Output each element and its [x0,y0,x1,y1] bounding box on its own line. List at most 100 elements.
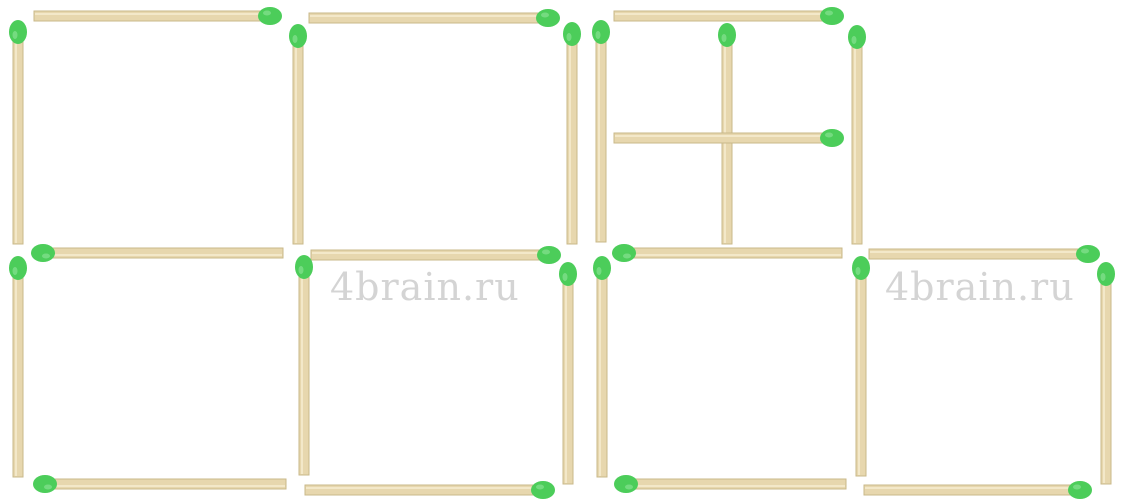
match-stick-highlight [44,254,282,256]
match-head [820,7,844,25]
match-stick[interactable] [592,20,610,242]
watermark-right: 4brain.ru [885,265,1075,309]
match-stick-body [293,36,303,244]
match-stick[interactable] [563,22,581,244]
match-head-highlight [825,11,833,16]
match-stick-body [563,274,573,484]
match-stick[interactable] [848,25,866,244]
match-head-highlight [299,266,304,274]
match-stick-body [869,249,1088,259]
match-head [718,23,736,47]
match-stick[interactable] [559,262,577,484]
match-head [536,9,560,27]
match-head [531,481,555,499]
match-head [820,129,844,147]
match-stick[interactable] [614,475,846,493]
match-head [592,20,610,44]
match-stick[interactable] [31,244,283,262]
match-stick-highlight [15,269,17,476]
match-stick[interactable] [593,256,611,477]
match-stick-body [13,268,23,477]
match-head [258,7,282,25]
match-stick-highlight [865,487,1079,489]
match-stick[interactable] [612,244,842,262]
match-stick-body [614,133,832,143]
match-head-highlight [293,35,298,43]
match-stick-highlight [1103,275,1105,483]
match-head-highlight [263,11,271,16]
match-stick-highlight [295,37,297,243]
match-head [295,255,313,279]
match-stick[interactable] [9,256,27,477]
match-stick-body [305,485,543,495]
match-head-highlight [13,31,18,39]
match-stick[interactable] [34,7,282,25]
match-stick[interactable] [33,475,286,493]
match-stick-highlight [35,13,269,15]
match-stick-body [34,11,270,21]
match-stick-highlight [599,269,601,476]
match-head-highlight [825,133,833,138]
match-head [9,256,27,280]
match-stick-highlight [615,13,831,15]
match-stick-body [596,32,606,242]
match-head [852,256,870,280]
match-stick-body [567,34,577,244]
match-stick-highlight [312,252,548,254]
match-stick[interactable] [295,255,313,475]
matches-layer [9,7,1115,499]
match-head-highlight [563,273,568,281]
match-stick-body [13,32,23,244]
match-stick-highlight [625,254,841,256]
match-stick[interactable] [864,481,1092,499]
match-stick[interactable] [9,20,27,244]
match-stick[interactable] [852,256,870,476]
match-stick-highlight [615,135,831,137]
match-stick-highlight [306,487,542,489]
match-head [563,22,581,46]
match-stick-body [614,11,832,21]
match-stick-highlight [627,485,845,487]
match-stick-highlight [46,485,285,487]
match-head-highlight [852,36,857,44]
match-stick-highlight [15,33,17,243]
match-head-highlight [623,254,631,259]
match-stick-highlight [310,15,547,17]
match-stick-highlight [301,268,303,474]
match-head [559,262,577,286]
match-stick[interactable] [614,7,844,25]
match-stick-highlight [870,251,1087,253]
match-head [614,475,638,493]
match-stick-body [864,485,1080,495]
match-stick[interactable] [305,481,555,499]
match-stick[interactable] [289,24,307,244]
match-head-highlight [44,485,52,490]
match-head [612,244,636,262]
match-head [848,25,866,49]
match-stick-highlight [858,269,860,475]
match-stick[interactable] [1097,262,1115,484]
match-head-highlight [13,267,18,275]
match-head [9,20,27,44]
match-stick-body [43,248,283,258]
match-stick-body [311,250,549,260]
match-head-highlight [1101,273,1106,281]
match-stick[interactable] [309,9,560,27]
match-stick[interactable] [869,245,1100,263]
match-stick-highlight [569,35,571,243]
match-head-highlight [536,485,544,490]
match-stick-body [856,268,866,476]
match-stick-body [299,267,309,475]
match-stick-body [597,268,607,477]
match-head-highlight [1073,485,1081,490]
match-stick-body [626,479,846,489]
match-head-highlight [856,267,861,275]
match-stick-highlight [565,275,567,483]
match-head-highlight [42,254,50,259]
match-head [1076,245,1100,263]
match-head [33,475,57,493]
match-stick-highlight [854,38,856,243]
match-stick[interactable] [311,246,561,264]
match-head [289,24,307,48]
